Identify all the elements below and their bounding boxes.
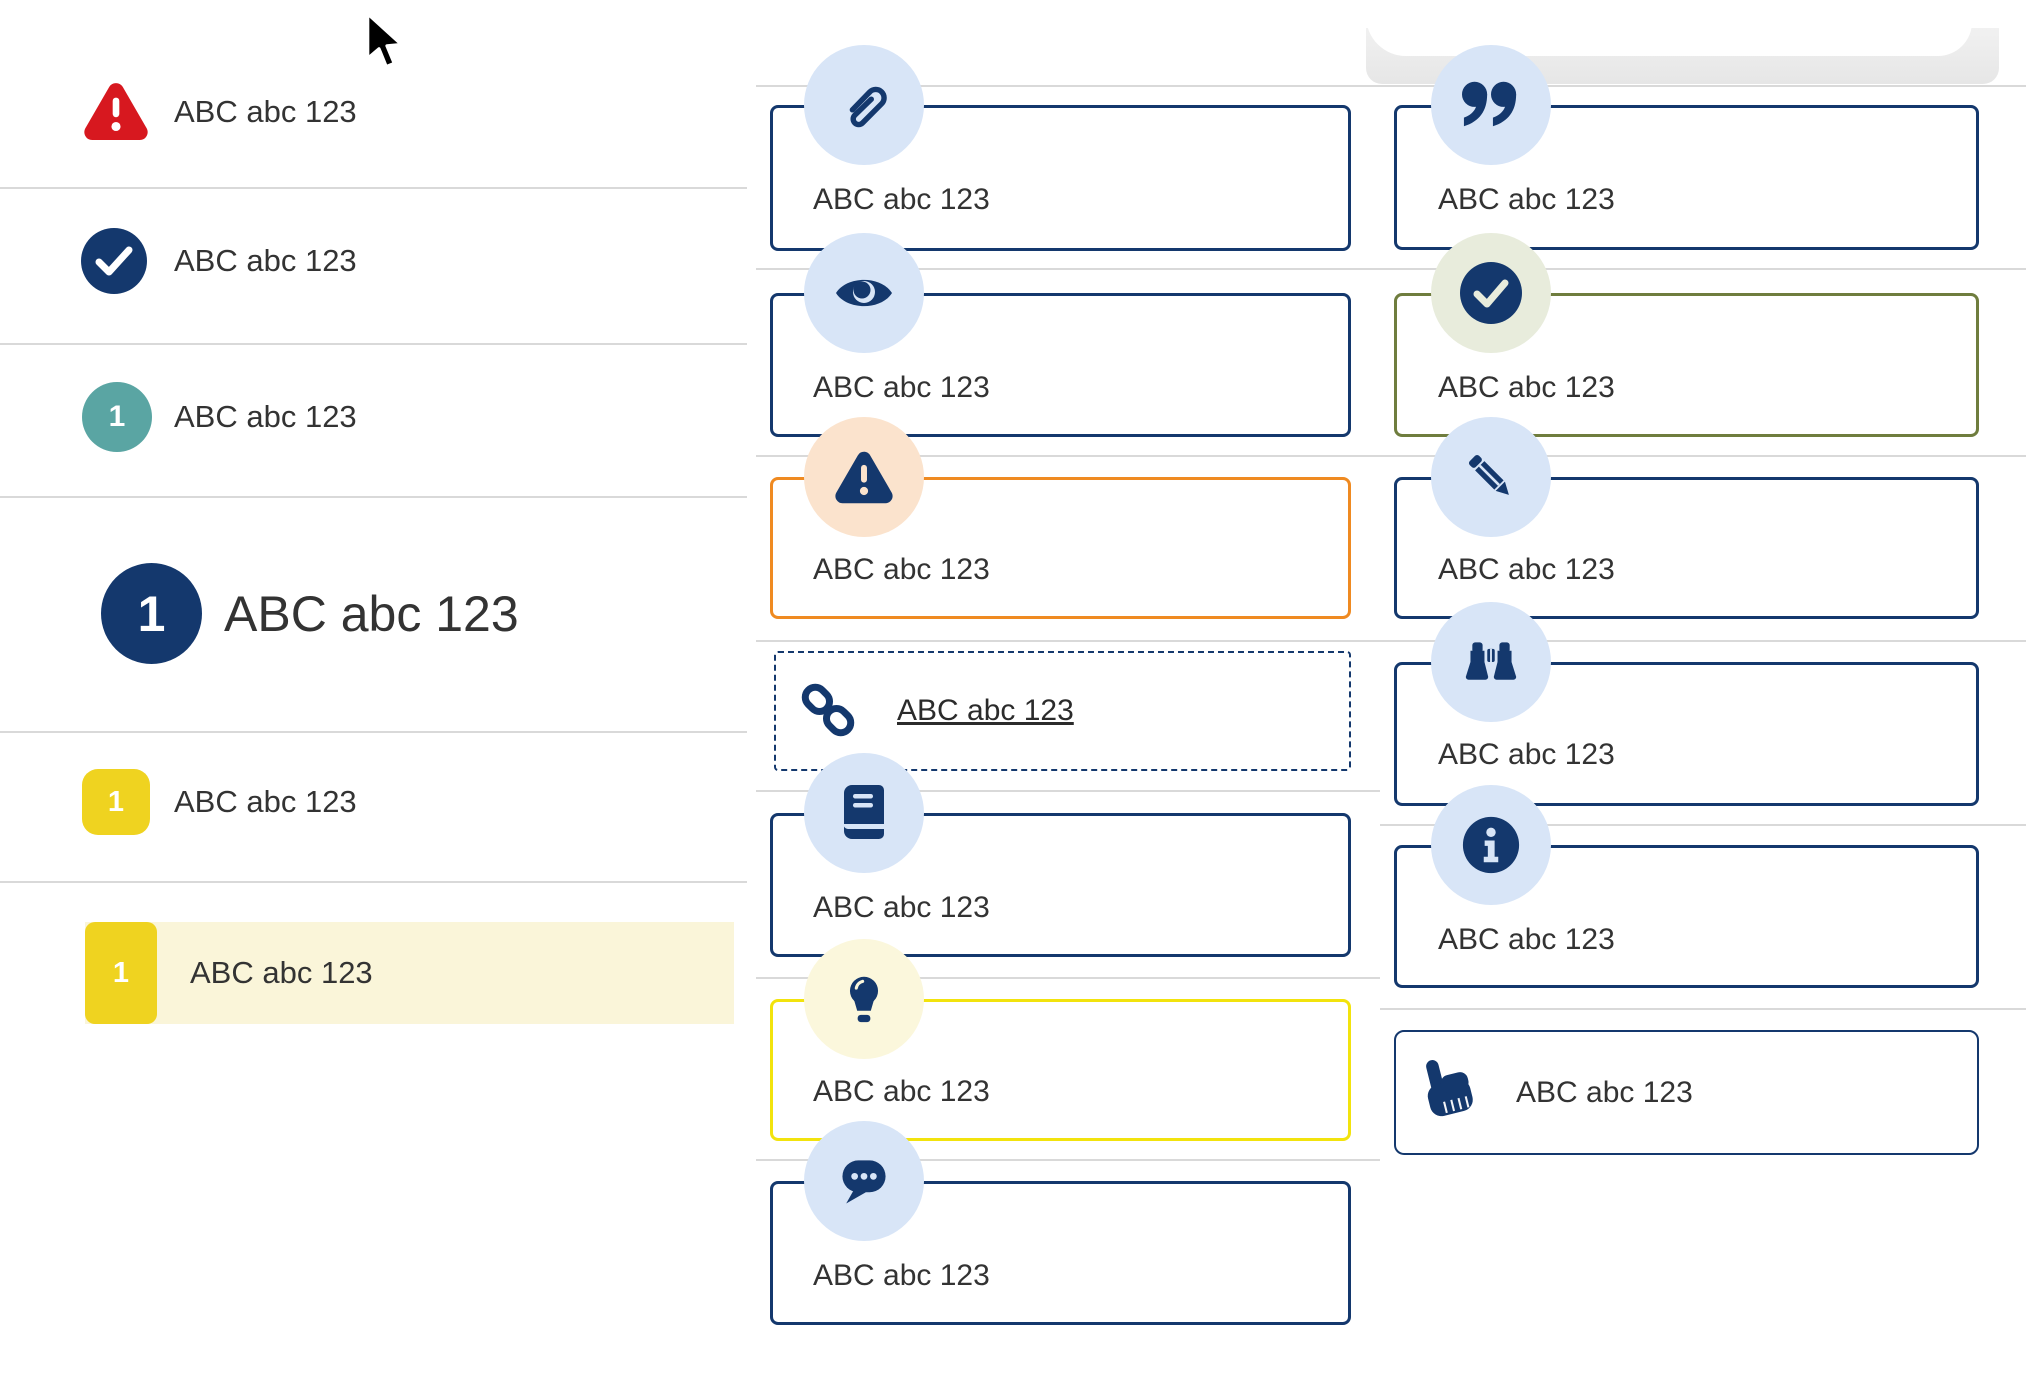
divider	[756, 977, 1380, 979]
check-circle-icon	[81, 228, 147, 294]
alert-triangle-icon	[84, 83, 148, 141]
card-label: ABC abc 123	[813, 183, 990, 216]
pencil-icon	[1431, 417, 1551, 537]
card-label: ABC abc 123	[1438, 923, 1615, 956]
callout-card-action	[1394, 1030, 1979, 1155]
chat-bubble-icon	[804, 1121, 924, 1241]
paperclip-icon	[804, 45, 924, 165]
hand-point-icon	[1426, 1060, 1473, 1117]
callout-card-comment	[770, 1181, 1351, 1325]
mouse-cursor	[366, 12, 404, 69]
card-link-label[interactable]: ABC abc 123	[897, 694, 1074, 727]
list-item-label: ABC abc 123	[174, 399, 357, 434]
badge-number: 1	[112, 956, 130, 989]
card-label: ABC abc 123	[813, 891, 990, 924]
yellow-number-badge: 1	[82, 769, 150, 835]
divider	[1380, 1008, 2026, 1010]
divider	[0, 187, 747, 189]
divider	[756, 268, 2026, 270]
badge-number: 1	[107, 785, 125, 818]
card-label: ABC abc 123	[813, 371, 990, 404]
quote-icon	[1431, 45, 1551, 165]
navy-number-badge-large: 1	[101, 563, 202, 664]
eye-icon	[804, 233, 924, 353]
divider	[0, 343, 747, 345]
divider	[756, 85, 2026, 87]
binoculars-icon	[1431, 602, 1551, 722]
check-circle-icon	[1431, 233, 1551, 353]
lightbulb-icon	[804, 939, 924, 1059]
link-icon	[801, 683, 855, 737]
yellow-number-badge: 1	[85, 922, 157, 1024]
divider	[0, 731, 747, 733]
warning-triangle-icon	[804, 417, 924, 537]
list-item-label: ABC abc 123	[190, 955, 373, 990]
divider	[0, 881, 747, 883]
badge-number: 1	[137, 585, 166, 642]
card-label: ABC abc 123	[813, 1259, 990, 1292]
list-heading-label: ABC abc 123	[224, 586, 519, 642]
list-item-label: ABC abc 123	[174, 784, 357, 819]
divider	[756, 790, 1380, 792]
divider	[0, 496, 747, 498]
link-card[interactable]	[774, 651, 1351, 771]
badge-number: 1	[108, 400, 126, 433]
divider	[756, 640, 2026, 642]
list-item-label: ABC abc 123	[174, 94, 357, 129]
book-icon	[804, 753, 924, 873]
divider	[1380, 824, 2026, 826]
card-label: ABC abc 123	[1438, 553, 1615, 586]
scrolled-card-bottom	[1366, 0, 1972, 56]
card-label: ABC abc 123	[1516, 1076, 1693, 1109]
card-label: ABC abc 123	[1438, 738, 1615, 771]
divider	[756, 1159, 1380, 1161]
highlighted-list-row	[85, 922, 734, 1024]
card-label: ABC abc 123	[813, 1075, 990, 1108]
teal-number-badge: 1	[82, 382, 152, 452]
card-label: ABC abc 123	[813, 553, 990, 586]
card-label: ABC abc 123	[1438, 371, 1615, 404]
card-label: ABC abc 123	[1438, 183, 1615, 216]
divider	[756, 455, 2026, 457]
info-icon	[1431, 785, 1551, 905]
list-item-label: ABC abc 123	[174, 243, 357, 278]
